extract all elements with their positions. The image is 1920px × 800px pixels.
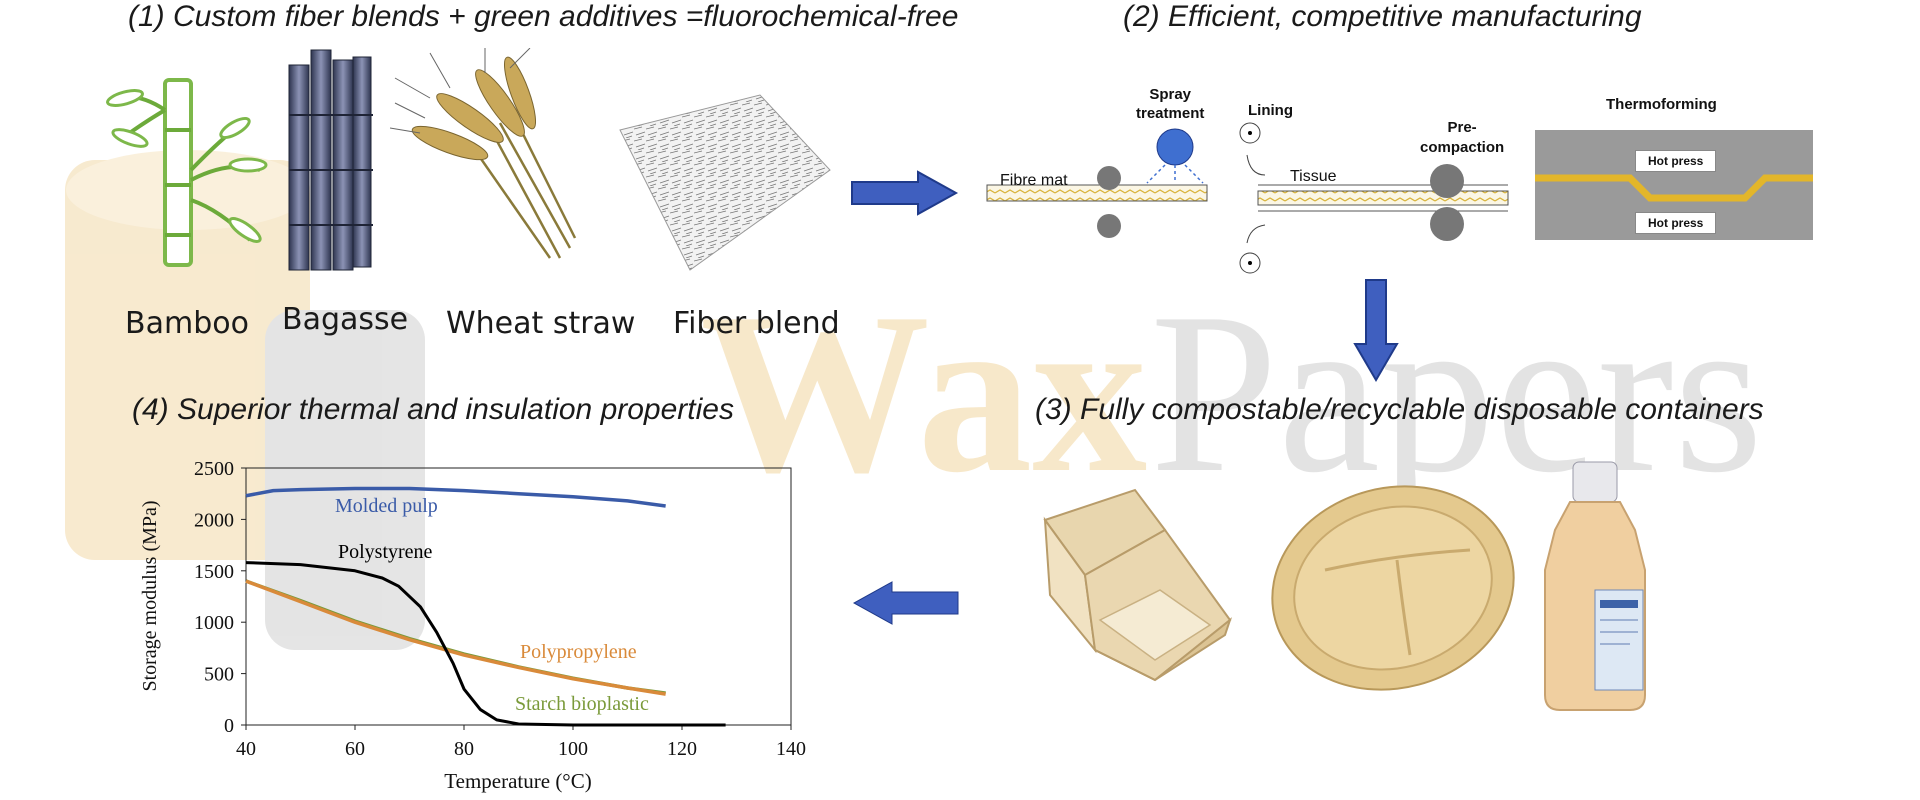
label-pre-compaction: Pre- compaction [1420,119,1505,156]
roller-icon [1097,166,1121,190]
label-fibre-mat: Fibre mat [1000,172,1068,189]
bagasse-icon [288,49,373,271]
fiber-label-wheat-straw: Wheat straw [446,306,636,341]
label-lining: Lining [1248,102,1293,119]
heading-step1: (1) Custom fiber blends + green additive… [128,0,959,33]
label-thermoforming: Thermoforming [1606,96,1717,113]
y-tick-label: 500 [204,664,234,686]
legend-molded-pulp: Molded pulp [335,495,438,517]
x-tick-label: 80 [454,738,474,760]
hot-press-top: Hot press [1635,150,1717,172]
y-tick-label: 1000 [194,612,234,634]
heading-step4: (4) Superior thermal and insulation prop… [132,393,734,426]
process-diagram [986,122,1509,274]
fiber-label-bamboo: Bamboo [125,306,249,341]
x-axis-label: Temperature (°C) [444,769,591,793]
spray-nozzle-icon [1156,128,1194,166]
heading-step2: (2) Efficient, competitive manufacturing [1123,0,1642,33]
x-tick-label: 120 [667,738,697,760]
x-axis-ticks: 40 60 80 100 120 140 [236,725,806,760]
compaction-roller-icon [1430,207,1464,241]
series-line-polystyrene [245,561,726,727]
series-line-molded-pulp [245,486,666,508]
x-tick-label: 140 [776,738,806,760]
series-line-starch-bioplastic [245,579,666,695]
bamboo-icon [106,78,268,267]
x-tick-label: 60 [345,738,365,760]
fiber-label-bagasse: Bagasse [282,302,409,337]
legend-polystyrene: Polystyrene [338,541,433,563]
x-tick-label: 100 [558,738,588,760]
y-axis-ticks: 0 500 1000 1500 2000 2500 [194,458,246,737]
hot-press-bottom: Hot press [1635,212,1717,234]
arrow-right-icon [851,170,959,216]
fiber-label-fiber-blend: Fiber blend [673,306,840,341]
y-tick-label: 1500 [194,561,234,583]
clamshell-container-icon [1043,488,1233,682]
bottle-icon [1544,461,1646,711]
lining-roll-icon [1239,122,1261,144]
y-tick-label: 2500 [194,458,234,480]
x-tick-label: 40 [236,738,256,760]
compaction-roller-icon [1430,164,1464,198]
plot-frame [245,467,792,726]
legend-starch-bioplastic: Starch bioplastic [515,693,649,715]
legend-polypropylene: Polypropylene [520,641,637,663]
label-spray-treatment: Spray treatment [1136,86,1205,122]
series-lines [245,486,726,727]
label-tissue: Tissue [1290,168,1337,185]
storage-modulus-chart: 40 60 80 100 120 140 0 500 1000 1500 2000 2500 Tem… [139,458,806,793]
y-axis-label: Storage modulus (MPa) [139,500,161,691]
y-tick-label: 2000 [194,509,234,531]
arrow-down-icon [1353,279,1399,382]
y-tick-label: 0 [224,715,234,737]
compartment-plate-icon [1271,485,1515,691]
lining-roll-icon [1239,252,1261,274]
roller-icon [1097,214,1121,238]
heading-step3: (3) Fully compostable/recyclable disposa… [1035,393,1764,426]
arrow-left-icon [852,581,959,625]
series-line-polypropylene [245,579,666,696]
fiber-blend-icon [619,94,831,271]
wheat-straw-icon [390,48,577,259]
